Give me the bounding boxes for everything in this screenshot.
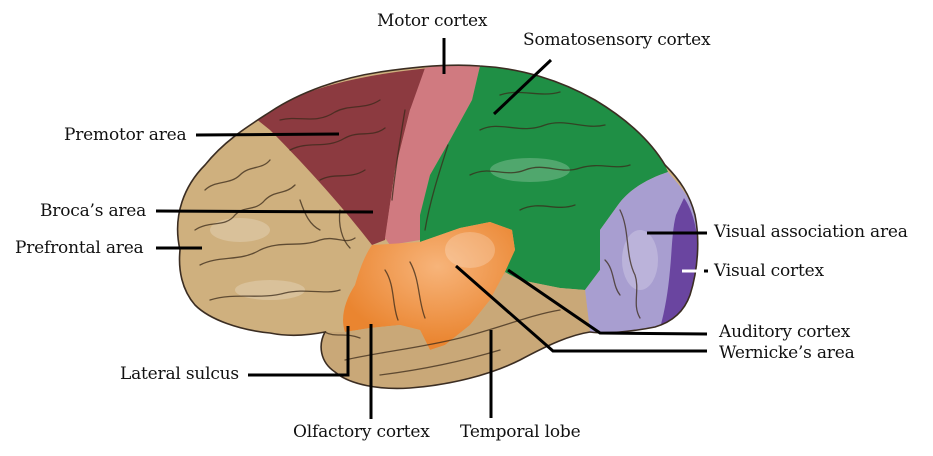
label-lateral-sulcus: Lateral sulcus	[120, 364, 239, 384]
label-motor-cortex: Motor cortex	[377, 11, 488, 31]
label-visual-cortex: Visual cortex	[714, 261, 824, 281]
leader-auditory-cortex	[507, 268, 708, 336]
label-visual-association-area: Visual association area	[714, 222, 908, 242]
leader-wernickes-area	[455, 264, 707, 353]
leader-premotor-area	[195, 132, 340, 137]
premotor-region	[255, 68, 430, 245]
leader-brocas-area	[155, 209, 374, 214]
gyri-lines	[194, 91, 641, 376]
label-olfactory-cortex: Olfactory cortex	[293, 422, 430, 442]
label-wernickes-area: Wernicke’s area	[719, 343, 855, 363]
brain-regions	[176, 64, 699, 390]
somatosensory-region	[420, 66, 668, 290]
leader-lines	[155, 38, 708, 419]
label-premotor-area: Premotor area	[64, 125, 187, 145]
visual-cortex-region	[660, 198, 698, 328]
motor-region	[385, 65, 480, 245]
leader-lateral-sulcus	[248, 326, 350, 377]
brain-outline	[176, 64, 699, 390]
label-temporal-lobe: Temporal lobe	[460, 422, 581, 442]
temporal-region	[321, 272, 590, 389]
label-somatosensory-cortex: Somatosensory cortex	[523, 30, 711, 50]
auditory-wernicke-region	[343, 222, 515, 350]
label-brocas-area: Broca’s area	[40, 201, 147, 221]
leader-somatosensory-cortex	[492, 58, 553, 116]
label-prefrontal-area: Prefrontal area	[15, 238, 144, 258]
label-auditory-cortex: Auditory cortex	[719, 322, 851, 342]
